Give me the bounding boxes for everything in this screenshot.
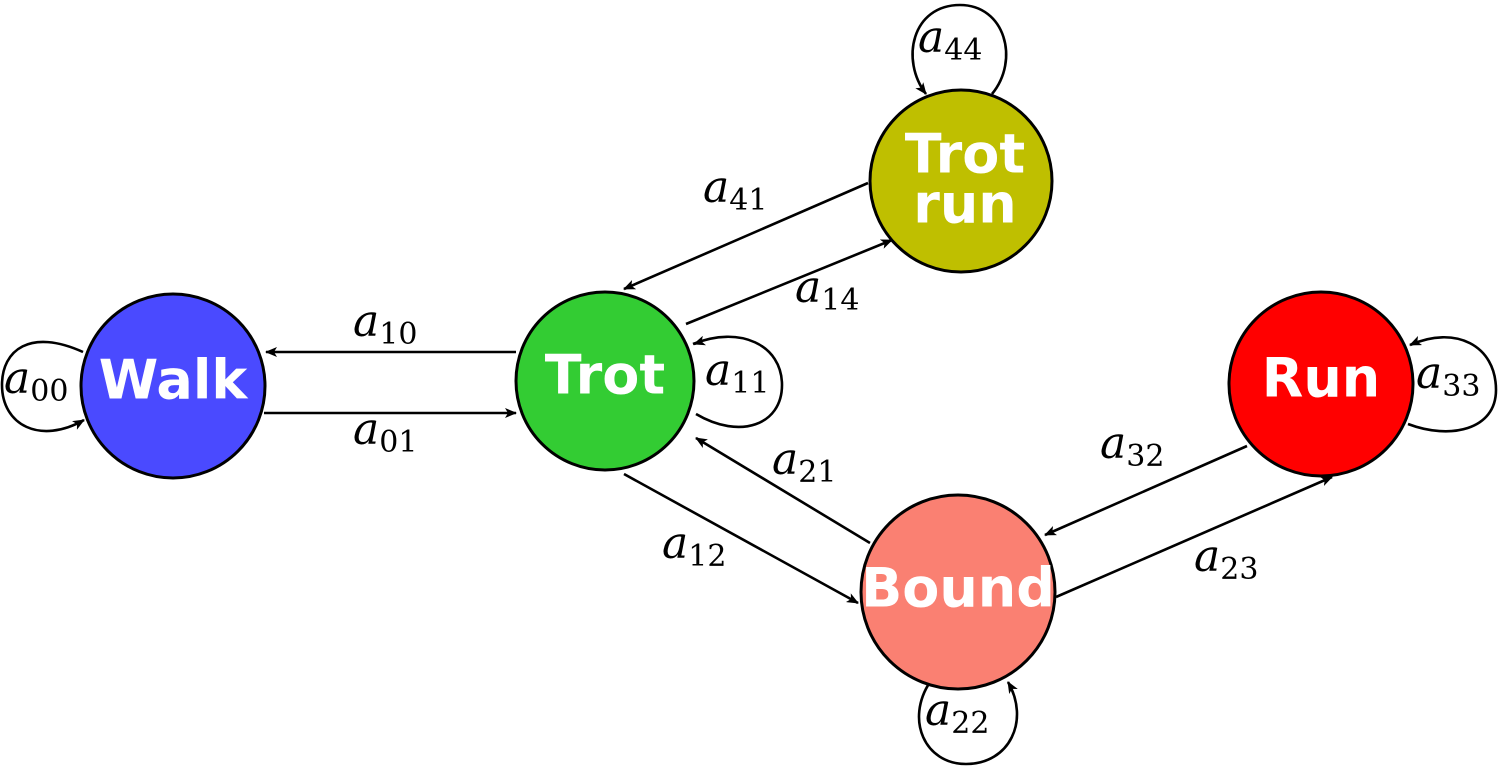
label-a41: a41	[703, 162, 767, 218]
edge-trotrun-to-trot	[623, 181, 869, 291]
node-bound-label: Bound	[861, 557, 1055, 620]
edge-bound-to-trot	[695, 436, 871, 545]
node-trotrun-label-line1: Trot	[905, 123, 1025, 186]
node-trotrun-label-line2: run	[913, 173, 1017, 236]
loop-walk	[0, 340, 85, 433]
loop-bound	[917, 681, 1019, 766]
label-a11: a11	[705, 345, 769, 401]
node-trot-label: Trot	[545, 344, 665, 407]
node-trotrun[interactable]: Trot run	[868, 88, 1054, 274]
node-run[interactable]: Run	[1227, 290, 1415, 478]
label-a10: a10	[353, 296, 417, 352]
edge-trot-to-trotrun	[685, 238, 893, 326]
loop-trot-arrowhead	[693, 335, 707, 346]
node-trot[interactable]: Trot	[514, 290, 696, 472]
loop-run	[1407, 335, 1498, 433]
node-run-label: Run	[1262, 347, 1380, 410]
edge-bound-to-run	[1055, 475, 1333, 599]
loop-trotrun	[911, 3, 1008, 95]
label-a12: a12	[662, 518, 726, 574]
edge-trot-to-bound	[623, 472, 859, 605]
loop-trot	[692, 335, 784, 429]
edge-run-to-bound	[1044, 444, 1248, 537]
node-bound[interactable]: Bound	[859, 493, 1057, 691]
label-a44: a44	[918, 12, 982, 68]
label-a22: a22	[925, 685, 989, 741]
label-a21: a21	[772, 434, 836, 490]
label-a00: a00	[4, 353, 68, 409]
node-walk-label: Walk	[99, 349, 249, 412]
label-a23: a23	[1194, 531, 1258, 587]
label-a14: a14	[795, 262, 859, 318]
label-a32: a32	[1100, 418, 1164, 474]
label-a01: a01	[353, 404, 417, 460]
node-walk[interactable]: Walk	[79, 292, 267, 480]
label-a33: a33	[1416, 348, 1480, 404]
